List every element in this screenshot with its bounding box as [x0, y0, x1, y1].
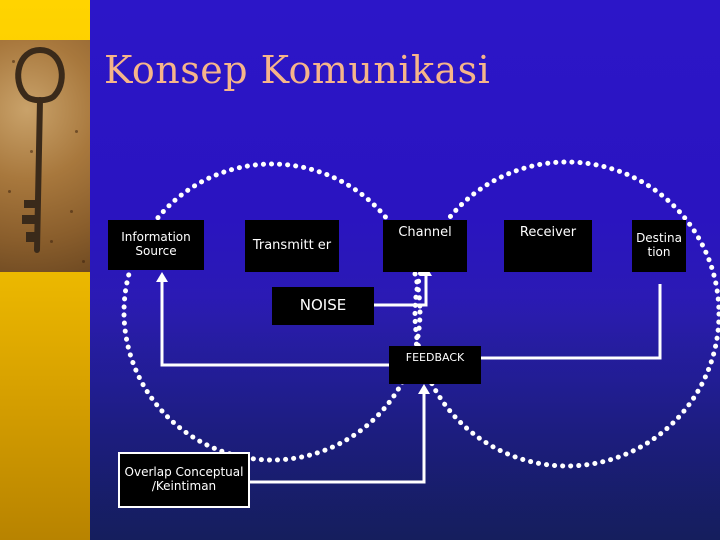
- destination-label: Destina tion: [636, 231, 682, 259]
- overlap-to-feedback-line: [250, 390, 426, 484]
- key-photo: [0, 40, 90, 272]
- noise-to-channel-line: [374, 272, 428, 307]
- key-icon: [15, 46, 65, 253]
- slide-title: Konsep Komunikasi: [104, 48, 491, 92]
- feedback-label: FEEDBACK: [405, 351, 465, 364]
- feedback-to-source-line: [160, 278, 389, 367]
- information-source-box: Information Source: [108, 220, 204, 270]
- destination-box: Destina tion: [632, 220, 686, 272]
- channel-label: Channel: [398, 225, 452, 240]
- destination-to-feedback-line: [481, 284, 662, 360]
- noise-box: NOISE: [272, 287, 374, 325]
- receiver-label: Receiver: [519, 225, 577, 240]
- arrow-to-feedback: [418, 384, 430, 394]
- left-overlap-circle: [121, 161, 423, 463]
- information-source-label: Information Source: [121, 230, 191, 258]
- arrow-to-source: [156, 272, 168, 282]
- transmitter-label: Transmitt er: [252, 237, 332, 253]
- receiver-box: Receiver: [504, 220, 592, 272]
- noise-label: NOISE: [299, 296, 347, 315]
- transmitter-box: Transmitt er: [245, 220, 339, 272]
- overlap-conceptual-box: Overlap Conceptual /Keintiman: [118, 452, 250, 508]
- right-overlap-circle: [412, 159, 720, 469]
- overlap-conceptual-label: Overlap Conceptual /Keintiman: [124, 465, 244, 493]
- feedback-box: FEEDBACK: [389, 346, 481, 384]
- channel-box: Channel: [383, 220, 467, 272]
